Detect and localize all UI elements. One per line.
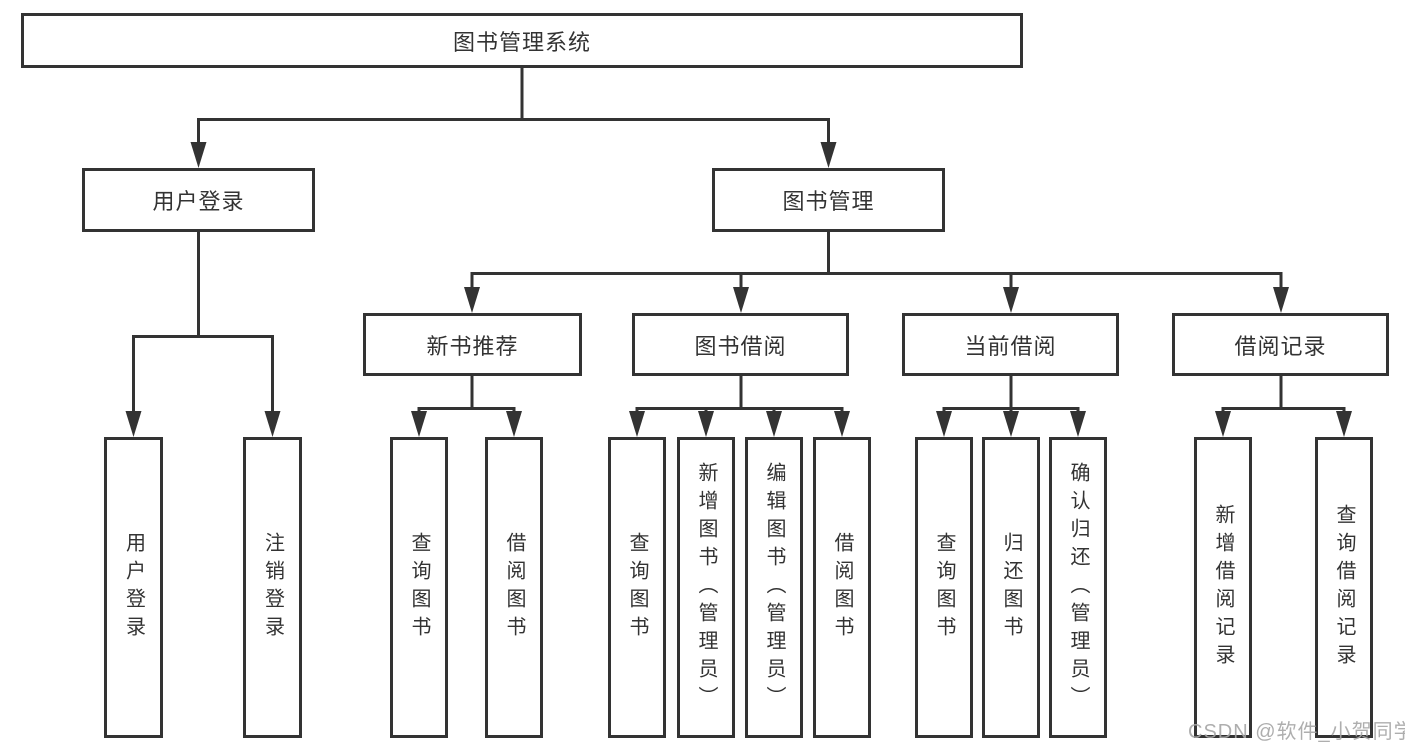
node-book-borrowing: 图书借阅 <box>632 313 849 376</box>
node-label: 查询借阅记录 <box>1333 503 1355 672</box>
node-label: 新增借阅记录 <box>1212 503 1234 672</box>
leaf-borrow-books-borrowing: 借阅图书 <box>813 437 871 738</box>
node-label: 用户登录 <box>122 531 145 644</box>
leaf-borrow-books-recommend: 借阅图书 <box>485 437 543 738</box>
node-label: 借阅图书 <box>503 531 525 644</box>
leaf-add-books-admin: 新增图书（管理员） <box>677 437 735 738</box>
leaf-query-books-current: 查询图书 <box>915 437 973 738</box>
node-label: 归还图书 <box>1000 531 1022 644</box>
leaf-query-books-recommend: 查询图书 <box>390 437 448 738</box>
leaf-return-books: 归还图书 <box>982 437 1040 738</box>
node-label: 确认归还（管理员） <box>1067 461 1089 714</box>
leaf-logout: 注销登录 <box>243 437 302 738</box>
leaf-add-borrow-record: 新增借阅记录 <box>1194 437 1252 738</box>
node-label: 借阅记录 <box>1234 333 1327 359</box>
node-label: 编辑图书（管理员） <box>763 461 785 714</box>
node-label: 新书推荐 <box>426 333 519 359</box>
node-label: 查询图书 <box>626 531 648 644</box>
node-label: 查询图书 <box>408 531 430 644</box>
node-new-book-recommendation: 新书推荐 <box>363 313 582 376</box>
node-label: 查询图书 <box>933 531 955 644</box>
leaf-query-books-borrowing: 查询图书 <box>608 437 666 738</box>
leaf-edit-books-admin: 编辑图书（管理员） <box>745 437 803 738</box>
node-label: 注销登录 <box>261 531 284 644</box>
node-library-management-system: 图书管理系统 <box>21 13 1023 68</box>
node-label: 图书管理 <box>782 189 875 214</box>
node-label: 当前借阅 <box>964 333 1057 359</box>
node-label: 借阅图书 <box>831 531 853 644</box>
arrowheads <box>125 142 1352 437</box>
leaf-query-borrow-record: 查询借阅记录 <box>1315 437 1373 738</box>
node-user-login-branch: 用户登录 <box>82 168 315 232</box>
node-book-management-branch: 图书管理 <box>712 168 945 232</box>
node-label: 用户登录 <box>152 189 245 214</box>
node-current-borrowing: 当前借阅 <box>902 313 1119 376</box>
node-label: 图书管理系统 <box>452 29 591 55</box>
csdn-watermark: CSDN @软件_小贺同学 <box>1188 721 1405 743</box>
node-borrowing-records: 借阅记录 <box>1172 313 1389 376</box>
leaf-confirm-return-admin: 确认归还（管理员） <box>1049 437 1107 738</box>
leaf-user-login: 用户登录 <box>104 437 163 738</box>
node-label: 新增图书（管理员） <box>695 461 717 714</box>
node-label: 图书借阅 <box>694 333 787 359</box>
